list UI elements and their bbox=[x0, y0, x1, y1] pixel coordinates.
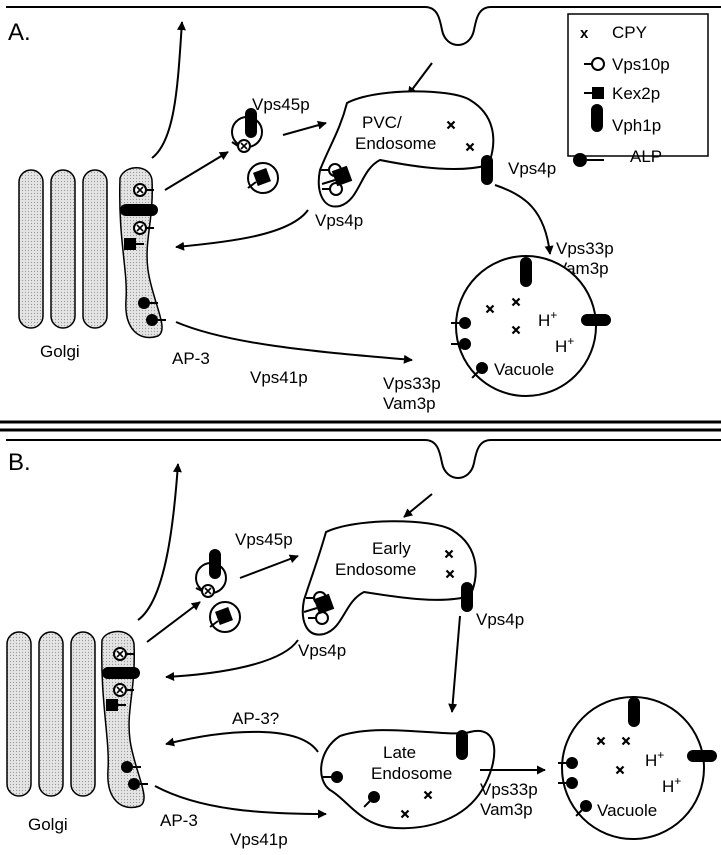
endocytosis-arrow-a bbox=[407, 62, 433, 96]
vacuole-a-label: Vacuole bbox=[494, 360, 554, 379]
panel-a: A. x CPY Vps10p Kex2p Vph1p ALP Golgi bbox=[6, 6, 721, 413]
vps4-label-a-bottom: Vps4p bbox=[315, 211, 363, 230]
vps33-label-a-bottom: Vps33p bbox=[383, 374, 441, 393]
vesicle-b-1 bbox=[195, 549, 227, 598]
golgi-a-label: Golgi bbox=[40, 342, 80, 361]
legend-vph1: Vph1p bbox=[612, 116, 661, 135]
vesicle-a-1 bbox=[231, 108, 263, 153]
late-endosome bbox=[320, 729, 496, 830]
plasma-membrane-a bbox=[6, 6, 721, 46]
vps4-label-b-bottom: Vps4p bbox=[298, 641, 346, 660]
secretion-arrow-a bbox=[151, 21, 186, 159]
vacuole-a bbox=[455, 255, 597, 397]
pvc-membrane-proteins bbox=[320, 155, 493, 196]
vacuole-b bbox=[561, 696, 705, 840]
early-endosome bbox=[301, 520, 477, 636]
secretion-arrow-b bbox=[137, 463, 182, 621]
ap3-label-b: AP-3 bbox=[160, 811, 198, 830]
vacuole-b-h2: H+ bbox=[662, 774, 681, 796]
vps41-label-a: Vps41p bbox=[250, 368, 308, 387]
vacuole-b-h1: H+ bbox=[645, 748, 664, 770]
vam3-label-b: Vam3p bbox=[480, 800, 533, 819]
golgi-b-label: Golgi bbox=[28, 815, 68, 834]
endocytosis-arrow-b bbox=[403, 493, 433, 518]
golgi-a bbox=[18, 167, 163, 339]
early-label-1: Early bbox=[372, 539, 411, 558]
vps41-label-b: Vps41p bbox=[230, 830, 288, 849]
early-membrane-proteins bbox=[303, 582, 473, 625]
vps33-label-a: Vps33p bbox=[556, 239, 614, 258]
panel-a-letter: A. bbox=[8, 19, 31, 46]
legend-vps10: Vps10p bbox=[612, 55, 670, 74]
vacuole-a-h1: H+ bbox=[538, 308, 557, 330]
ap3-route-arrow-b bbox=[154, 785, 327, 819]
pvc-label-1: PVC/ bbox=[362, 113, 402, 132]
golgi-a-cargo bbox=[120, 183, 167, 327]
pvc-to-golgi-arrow-a bbox=[175, 209, 309, 251]
ap3-route-arrow-a bbox=[175, 321, 413, 364]
legend-kex2: Kex2p bbox=[612, 84, 660, 103]
pvc-label-2: Endosome bbox=[355, 134, 436, 153]
vesicle-a-2 bbox=[247, 162, 279, 194]
golgi-to-vesicle-arrow-b bbox=[146, 601, 201, 643]
vesicle-to-early-arrow-b bbox=[239, 554, 299, 579]
late-to-golgi-arrow-b bbox=[165, 730, 319, 753]
vacuole-a-h2: H+ bbox=[555, 334, 574, 356]
legend-cpy: CPY bbox=[612, 23, 647, 42]
late-label-1: Late bbox=[383, 743, 416, 762]
vps33-label-b: Vps33p bbox=[480, 780, 538, 799]
pvc-endosome bbox=[317, 90, 495, 208]
panel-b: B. Golgi bbox=[6, 439, 721, 849]
late-label-2: Endosome bbox=[371, 764, 452, 783]
plasma-membrane-b bbox=[6, 439, 721, 479]
legend-alp-dot bbox=[573, 153, 587, 167]
early-label-2: Endosome bbox=[335, 560, 416, 579]
ap3q-label-b: AP-3? bbox=[232, 709, 279, 728]
ap3-label-a: AP-3 bbox=[172, 349, 210, 368]
legend-vph1-icon bbox=[591, 104, 603, 132]
vps4-label-b-right: Vps4p bbox=[476, 610, 524, 629]
vacuole-b-label: Vacuole bbox=[597, 801, 657, 820]
early-to-golgi-arrow-b bbox=[165, 639, 299, 682]
legend-alp: ALP bbox=[630, 147, 662, 166]
vps45-label-a: Vps45p bbox=[252, 95, 310, 114]
early-to-late-arrow-b bbox=[448, 615, 461, 713]
golgi-to-vesicle-arrow-a bbox=[164, 151, 229, 191]
vesicle-to-pvc-arrow-a bbox=[282, 120, 327, 136]
vesicle-b-2 bbox=[209, 601, 241, 633]
legend: x CPY Vps10p Kex2p Vph1p ALP bbox=[567, 13, 709, 167]
vps45-label-b: Vps45p bbox=[235, 530, 293, 549]
pvc-to-vacuole-arrow-a bbox=[494, 184, 554, 255]
panel-b-letter: B. bbox=[8, 449, 31, 476]
vps4-label-a-right: Vps4p bbox=[508, 159, 556, 178]
golgi-b-cargo bbox=[102, 647, 149, 791]
legend-cpy-symbol: x bbox=[580, 25, 589, 42]
vam3-label-a-bottom: Vam3p bbox=[383, 394, 436, 413]
legend-box bbox=[567, 13, 709, 157]
